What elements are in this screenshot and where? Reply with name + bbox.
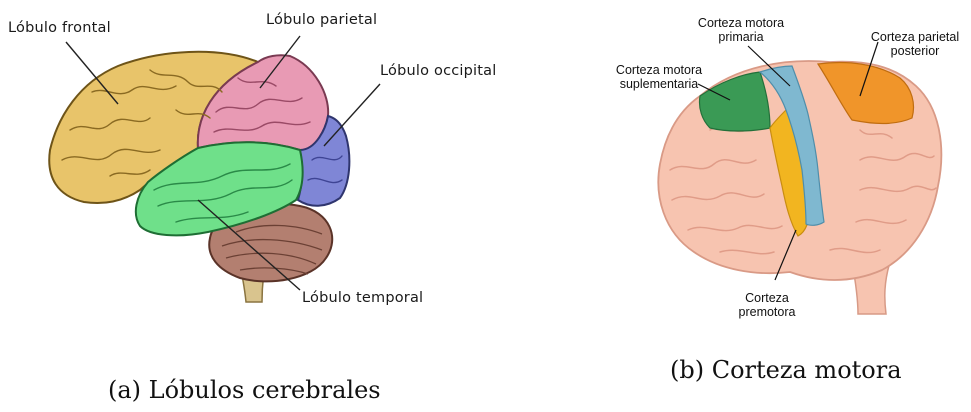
- caption-a: (a) Lóbulos cerebrales: [108, 376, 381, 404]
- label-supplementary-motor-cortex: Corteza motora suplementaria: [604, 63, 714, 91]
- label-posterior-parietal-cortex: Corteza parietal posterior: [860, 30, 970, 58]
- brain-lobes-illustration: [0, 0, 520, 412]
- label-premotor-cortex: Corteza premotora: [712, 291, 822, 319]
- label-frontal-lobe: Lóbulo frontal: [8, 20, 111, 36]
- figure-motor-cortex: Corteza motora primaria Corteza motora s…: [560, 0, 971, 412]
- label-primary-motor-cortex: Corteza motora primaria: [686, 16, 796, 44]
- label-temporal-lobe: Lóbulo temporal: [302, 290, 423, 306]
- figure-brain-lobes: Lóbulo frontal Lóbulo parietal Lóbulo oc…: [0, 0, 520, 412]
- label-parietal-lobe: Lóbulo parietal: [266, 12, 377, 28]
- caption-b: (b) Corteza motora: [670, 356, 902, 384]
- label-occipital-lobe: Lóbulo occipital: [380, 63, 496, 79]
- motor-cortex-illustration: [560, 0, 971, 412]
